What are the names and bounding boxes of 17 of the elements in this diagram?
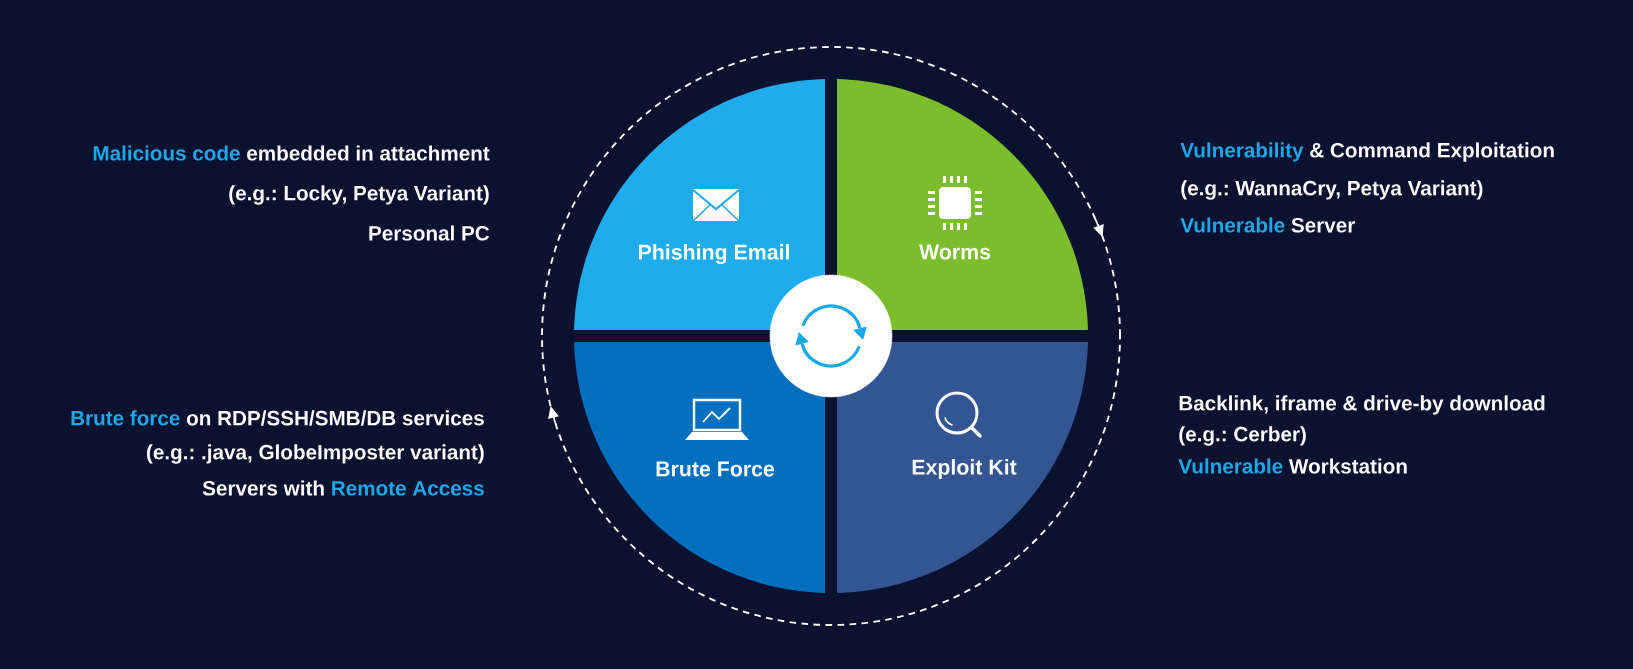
description-line: Malicious code embedded in attachment (93, 145, 490, 161)
description-line: Backlink, iframe & drive-by download (1179, 395, 1545, 415)
description-line: (e.g.: .java, GlobeImposter variant) (147, 444, 484, 464)
description-line: (e.g.: Cerber) (1179, 426, 1306, 446)
quadrant-segment: Brute Force (574, 342, 825, 593)
quadrant-segment: Worms (837, 79, 1088, 330)
description-line: Servers with Remote Access (202, 480, 484, 496)
description-line: Brute force on RDP/SSH/SMB/DB services (71, 410, 484, 426)
description-line: Personal PC (369, 225, 490, 241)
description-line: (e.g.: WannaCry, Petya Variant) (1181, 180, 1483, 200)
description-line: Vulnerability & Command Exploitation (1180, 142, 1554, 162)
description-line: Vulnerable Server (1180, 217, 1355, 233)
description-line: (e.g.: Locky, Petya Variant) (229, 185, 489, 205)
description-line: Vulnerable Workstation (1178, 458, 1407, 474)
quadrant-segment: Phishing Email (574, 79, 825, 330)
quadrant-segment: Exploit Kit (837, 342, 1088, 593)
center-circle (769, 274, 893, 398)
